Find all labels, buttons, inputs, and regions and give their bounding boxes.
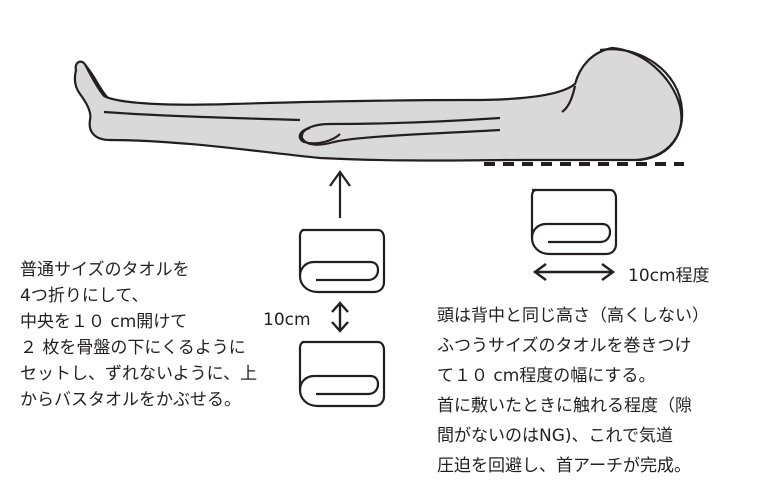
head xyxy=(599,48,684,162)
left-note-line: からバスタオルをかぶせる。 xyxy=(20,390,241,410)
arm xyxy=(300,116,501,146)
neck-line xyxy=(561,85,577,113)
hand xyxy=(298,126,341,145)
folded-towel-top xyxy=(298,228,386,294)
folded-towel-bottom xyxy=(298,340,386,408)
right-note-line: 圧迫を回避し、首アーチが完成。 xyxy=(437,456,691,476)
left-note-line: 4つ折りにして、 xyxy=(20,286,149,306)
gap-label: 10cm xyxy=(263,310,311,330)
up-arrow-icon xyxy=(329,170,351,218)
neck-towel-instructions: 頭は背中と同じ高さ（高くしない） ふつうサイズのタオルを巻きつけ て１０ cm程… xyxy=(437,301,709,481)
foot xyxy=(85,65,109,99)
vertical-gap-arrow-icon xyxy=(331,301,349,333)
body-silhouette xyxy=(73,46,683,162)
left-note-line: 普通サイズのタオルを xyxy=(20,260,190,280)
left-note-line: ２ 枚を骨盤の下にくるように xyxy=(20,338,246,358)
width-label: 10cm程度 xyxy=(628,266,710,286)
rolled-towel-neck xyxy=(530,188,618,256)
right-note-line: ふつうサイズのタオルを巻きつけ xyxy=(437,336,692,356)
lying-person-figure xyxy=(73,46,684,162)
leg-line xyxy=(103,110,301,122)
right-note-line: て１０ cm程度の幅にする。 xyxy=(437,366,656,386)
right-note-line: 首に敷いたときに触れる程度（隙 xyxy=(437,396,692,416)
pelvis-towel-instructions: 普通サイズのタオルを 4つ折りにして、 中央を１０ cm開けて ２ 枚を骨盤の下… xyxy=(20,257,257,413)
left-note-line: 中央を１０ cm開けて xyxy=(20,312,188,332)
horizontal-width-arrow-icon xyxy=(532,263,616,281)
left-note-line: セットし、ずれないように、上 xyxy=(20,364,258,384)
right-note-line: 間がないのはNG)、これで気道 xyxy=(437,426,674,446)
right-note-line: 頭は背中と同じ高さ（高くしない） xyxy=(437,306,709,326)
